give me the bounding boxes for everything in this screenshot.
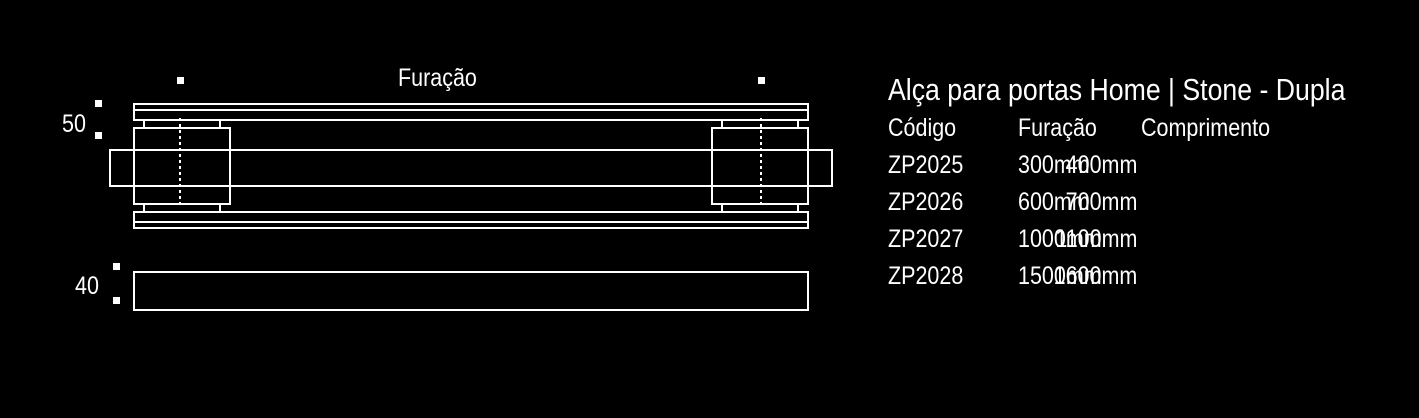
furacao-dimension-label: Furação <box>398 64 477 92</box>
left-mount-body <box>133 127 231 205</box>
cell-codigo: ZP2027 <box>888 225 964 253</box>
height50-marker-bottom <box>95 132 102 139</box>
height40-marker-bottom <box>113 297 120 304</box>
cell-furacao: 300mm <box>1018 151 1090 179</box>
cell-comprimento: 700mm <box>1065 188 1137 216</box>
table-row: ZP2026 600mm 700mm <box>888 190 1348 227</box>
header-codigo: Código <box>888 114 957 142</box>
profile-bar <box>133 271 809 311</box>
table-row: ZP2027 1000mm 1100mm <box>888 227 1348 264</box>
table-row: ZP2028 1500mm 1600mm <box>888 264 1348 301</box>
cell-codigo: ZP2028 <box>888 262 964 290</box>
header-comprimento: Comprimento <box>1141 114 1271 142</box>
table-header-row: Código Furação Comprimento <box>888 116 1348 153</box>
cell-codigo: ZP2026 <box>888 188 964 216</box>
cell-comprimento: 400mm <box>1065 151 1137 179</box>
left-mount-cap-top <box>143 119 221 129</box>
height-40-label: 40 <box>75 272 99 300</box>
height40-marker-top <box>113 263 120 270</box>
cell-furacao: 1000mm <box>1018 225 1102 253</box>
table-row: ZP2025 300mm 400mm <box>888 153 1348 190</box>
height-50-label: 50 <box>62 110 86 138</box>
bottom-rail-outer <box>133 211 809 229</box>
cell-comprimento: 1100mm <box>1054 225 1137 253</box>
cell-furacao: 1500mm <box>1018 262 1102 290</box>
left-mount-cap-bottom <box>143 203 221 213</box>
height50-marker-top <box>95 100 102 107</box>
right-mount-cap-bottom <box>721 203 799 213</box>
top-rail-outer <box>133 103 809 121</box>
cell-comprimento: 1600mm <box>1053 262 1137 290</box>
furacao-marker-left <box>177 77 184 84</box>
cell-furacao: 600mm <box>1018 188 1090 216</box>
header-furacao: Furação <box>1018 114 1097 142</box>
furacao-marker-right <box>758 77 765 84</box>
cell-codigo: ZP2025 <box>888 151 964 179</box>
central-bar <box>109 149 833 187</box>
product-title: Alça para portas Home | Stone - Dupla <box>888 72 1346 107</box>
handle-technical-drawing <box>95 77 833 311</box>
